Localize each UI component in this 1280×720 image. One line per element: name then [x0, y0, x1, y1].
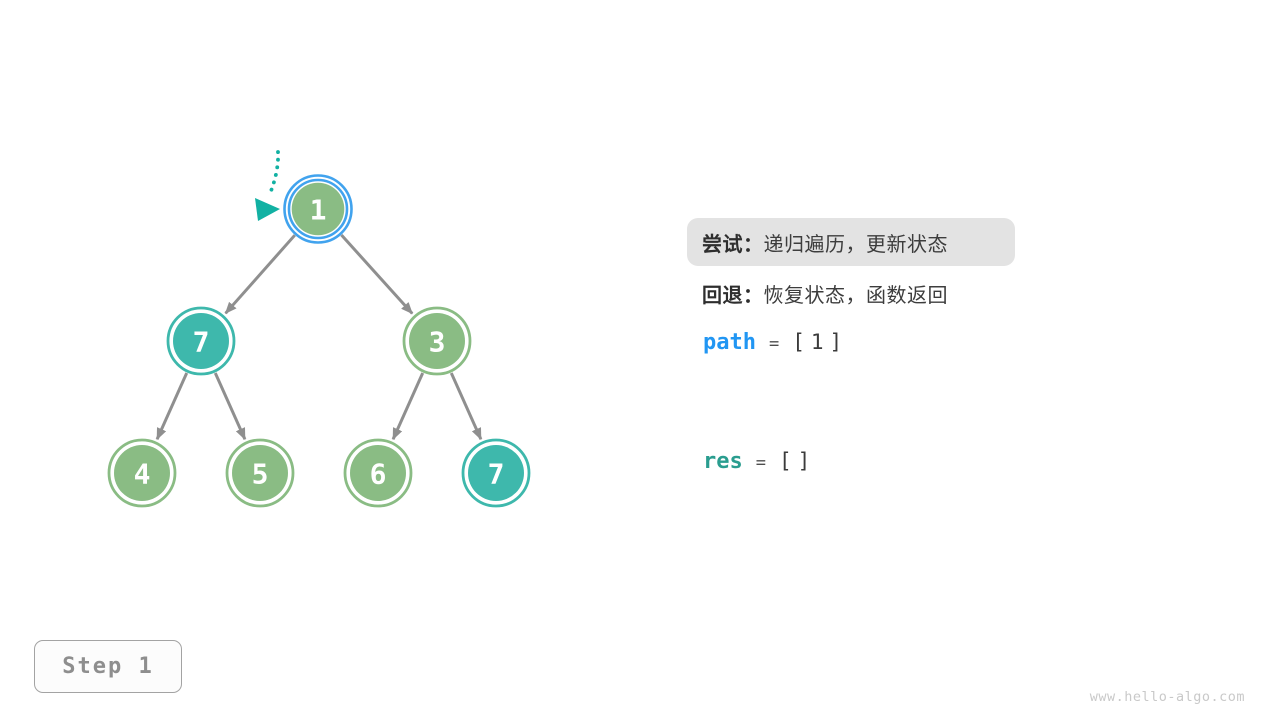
tree-node-value: 4 [134, 458, 151, 491]
tree-edge-L-LR [213, 372, 247, 441]
back-annotation-text: 回退：恢复状态，函数返回 [702, 279, 948, 308]
path-variable-value: [1] [792, 330, 849, 354]
res-variable-name: res [703, 449, 743, 474]
tree-node-5: 5 [225, 438, 295, 508]
tree-node-7: 7 [461, 438, 531, 508]
path-variable-name: path [703, 330, 756, 355]
path-equals-sign: = [768, 334, 780, 354]
tree-node-3: 3 [402, 306, 472, 376]
res-variable-line: res = [] [703, 449, 816, 474]
try-label: 尝试： [702, 233, 764, 256]
tree-node-4: 4 [107, 438, 177, 508]
back-label: 回退： [702, 285, 764, 307]
tree-edge-L-LL [155, 372, 189, 441]
tree-node-6: 6 [343, 438, 413, 508]
res-equals-sign: = [755, 453, 766, 473]
res-variable-value: [] [779, 449, 817, 473]
try-annotation-box: 尝试：递归遍历，更新状态 [687, 218, 1015, 266]
tree-node-value: 5 [252, 458, 269, 491]
tree-edge-R-RR [449, 372, 483, 441]
tree-node-1-current: 1 [283, 174, 353, 244]
tree-node-value: 6 [370, 458, 387, 491]
tree-edge-root-L [224, 234, 296, 315]
tree-node-7: 7 [166, 306, 236, 376]
tree-edge-root-R [340, 233, 414, 315]
try-text: 递归遍历，更新状态 [763, 233, 948, 256]
tree-node-value: 7 [193, 326, 210, 359]
tree-node-value: 1 [310, 194, 327, 227]
tree-node-value: 7 [488, 458, 505, 491]
current-node-pointer-arrow [255, 150, 280, 221]
step-badge-label: Step 1 [62, 654, 154, 679]
step-badge: Step 1 [34, 640, 182, 693]
watermark-url: www.hello-algo.com [1089, 689, 1245, 705]
path-variable-line: path = [1] [703, 330, 848, 355]
tree-edge-R-RL [391, 372, 425, 441]
tree-node-value: 3 [429, 326, 446, 359]
try-annotation-text: 尝试：递归遍历，更新状态 [702, 228, 948, 257]
back-text: 恢复状态，函数返回 [763, 285, 948, 307]
